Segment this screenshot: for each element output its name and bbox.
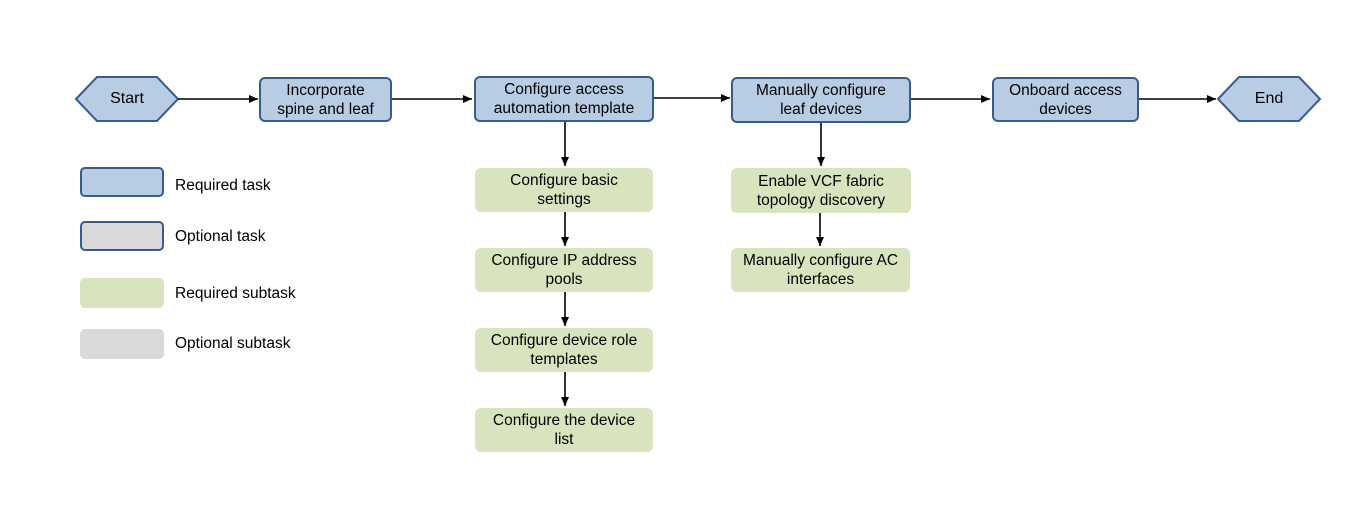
- subtask-configure-device-list: Configure the device list: [475, 408, 653, 452]
- legend-label-required-subtask: Required subtask: [175, 285, 296, 302]
- subtask-enable-vcf-discovery: Enable VCF fabric topology discovery: [731, 168, 911, 213]
- legend-swatch-required-subtask: [80, 278, 164, 308]
- subtask-configure-ip-pools: Configure IP address pools: [475, 248, 653, 292]
- legend-label-required-task: Required task: [175, 177, 271, 194]
- subtask-configure-ac-interfaces: Manually configure AC interfaces: [731, 248, 910, 292]
- task-manually-configure-leaf: Manually configure leaf devices: [731, 77, 911, 123]
- task-configure-access-template: Configure access automation template: [474, 76, 654, 122]
- end-hexagon: [1216, 76, 1322, 122]
- task-incorporate-spine-leaf: Incorporate spine and leaf: [259, 77, 392, 122]
- subtask-configure-basic-settings: Configure basic settings: [475, 168, 653, 212]
- end-node-label: End: [1254, 90, 1284, 107]
- task-onboard-access-devices: Onboard access devices: [992, 77, 1139, 122]
- legend-label-optional-subtask: Optional subtask: [175, 335, 291, 352]
- subtask-configure-role-templates: Configure device role templates: [475, 328, 653, 372]
- legend-label-optional-task: Optional task: [175, 228, 266, 245]
- start-node-label: Start: [110, 90, 144, 107]
- legend-swatch-optional-subtask: [80, 329, 164, 359]
- legend-swatch-optional-task: [80, 221, 164, 251]
- legend-swatch-required-task: [80, 167, 164, 197]
